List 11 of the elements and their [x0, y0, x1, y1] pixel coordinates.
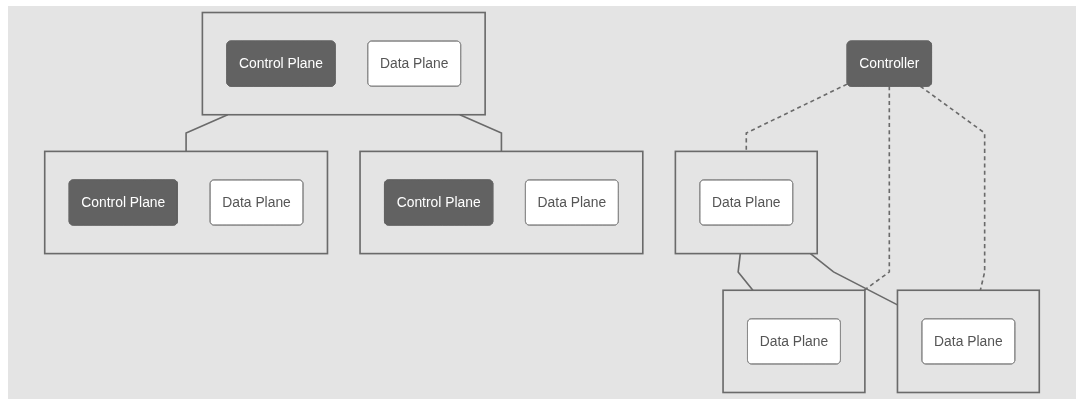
cluster	[201, 11, 486, 116]
cluster	[359, 150, 644, 255]
cluster	[896, 289, 1041, 394]
connector	[745, 83, 848, 153]
connector	[737, 252, 754, 292]
cluster	[722, 289, 866, 394]
connector	[185, 113, 229, 153]
cluster	[674, 150, 818, 255]
connector	[459, 113, 503, 153]
cluster	[43, 150, 329, 255]
connector	[919, 85, 986, 292]
